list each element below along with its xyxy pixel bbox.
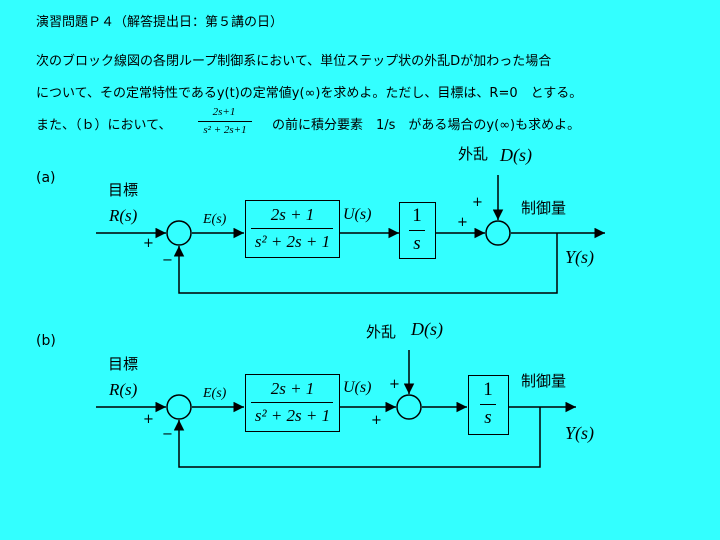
b-sum1-plus: + [143, 412, 154, 427]
problem-line-2: について、その定常特性であるy(t)の定常値y(∞)を求めよ。ただし、目標は、R… [36, 86, 583, 101]
b-controller-numerator: 2s + 1 [270, 379, 315, 398]
problem-line-1: 次のブロック線図の各閉ループ制御系において、単位ステップ状の外乱Dが加わった場合 [36, 54, 552, 69]
a-error-symbol: E(s) [203, 212, 227, 227]
problem-line-3a: また、（ｂ）において、 [36, 118, 172, 133]
a-feedback-path [173, 233, 558, 294]
a-disturbance-symbol: D(s) [500, 145, 532, 165]
b-input-symbol: R(s) [109, 380, 138, 399]
a-target-label: 目標 [108, 181, 139, 199]
b-plant-numerator: 1 [483, 379, 493, 400]
a-input-symbol: R(s) [109, 206, 138, 225]
diagram-a-label: (a) [36, 170, 56, 186]
a-summing-point-1 [166, 220, 192, 246]
a-sum2-plus-left: + [457, 215, 468, 230]
inline-fraction-denominator: s² + 2s+1 [203, 124, 247, 136]
b-plant-denominator: s [484, 407, 492, 428]
a-plant-block [399, 202, 436, 259]
b-output-symbol: Y(s) [565, 423, 595, 443]
b-control-signal: U(s) [343, 379, 372, 396]
b-feedback-path [173, 407, 541, 468]
b-plant-fraction-line [480, 404, 496, 405]
a-controller-denominator: s² + 2s + 1 [254, 232, 331, 251]
diagram-b-label: (b) [36, 333, 56, 349]
b-controller-block [245, 374, 340, 432]
b-summing-point-1 [166, 394, 192, 420]
inline-fraction-line [198, 121, 252, 122]
a-controller-numerator: 2s + 1 [270, 205, 315, 224]
inline-fraction-numerator: 2s+1 [212, 106, 236, 118]
a-disturbance-label: 外乱 [458, 145, 489, 163]
a-summing-point-2 [485, 220, 511, 246]
b-output-label: 制御量 [521, 372, 567, 390]
a-controller-block [245, 200, 340, 258]
b-disturbance-label: 外乱 [366, 323, 397, 341]
b-sum2-plus-bottom: + [371, 413, 382, 428]
a-plant-numerator: 1 [412, 205, 422, 226]
b-summing-point-2 [396, 394, 422, 420]
a-sum2-plus-top: + [472, 195, 483, 210]
b-target-label: 目標 [108, 355, 139, 373]
problem-title: 演習問題Ｐ４（解答提出日：第５講の日） [36, 15, 284, 30]
a-controller-fraction-line [251, 228, 333, 229]
a-control-signal: U(s) [343, 206, 372, 223]
b-sum2-plus-top: + [389, 377, 400, 392]
b-disturbance-symbol: D(s) [411, 319, 443, 339]
a-output-label: 制御量 [521, 199, 567, 217]
a-plant-fraction-line [409, 230, 425, 231]
a-output-symbol: Y(s) [565, 247, 595, 267]
b-plant-block [468, 375, 509, 435]
b-error-symbol: E(s) [203, 386, 227, 401]
problem-line-3b: の前に積分要素 1/s がある場合のy(∞)も求めよ。 [272, 118, 581, 133]
a-sum1-plus: + [143, 236, 154, 251]
a-plant-denominator: s [413, 233, 421, 254]
b-sum1-minus: − [162, 427, 173, 442]
b-controller-denominator: s² + 2s + 1 [254, 406, 331, 425]
a-sum1-minus: − [162, 253, 173, 268]
b-controller-fraction-line [251, 402, 333, 403]
